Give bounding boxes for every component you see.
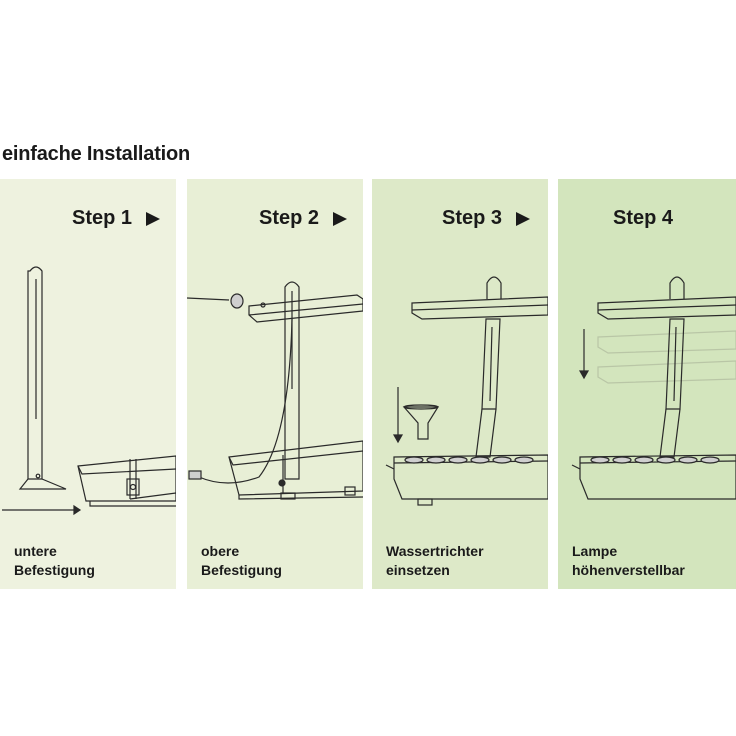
page-title: einfache Installation [2,143,191,165]
step-panel-3: Step 3 Wassertrichter e [372,179,548,589]
step-label: Step 2 [259,207,320,229]
caption-line: obere [201,543,240,559]
caption-line: Befestigung [201,562,282,578]
step-label: Step 4 [613,207,674,229]
step-label: Step 1 [72,207,133,229]
arrow-right-icon [516,211,531,226]
illustration-lamp-height [571,276,736,500]
caption-line: einsetzen [386,562,450,578]
step-panel-1: Step 1 untere Befestigung [0,179,176,589]
caption-line: Wassertrichter [386,543,484,559]
step-label: Step 3 [442,207,503,229]
arrow-right-icon [333,211,348,226]
illustration-water-funnel [385,276,548,506]
illustration-upper-mount [187,281,363,500]
caption-line: höhenverstellbar [572,562,685,578]
caption-line: Lampe [572,543,618,559]
caption-line: untere [14,543,57,559]
step-panel-4: Step 4 Lampe höhenverstellbar [558,179,736,589]
illustration-lower-mount [2,266,176,516]
caption-line: Befestigung [14,562,95,578]
step-panel-2: Step 2 obere Befestigung [187,179,363,589]
arrow-right-icon [146,211,161,226]
